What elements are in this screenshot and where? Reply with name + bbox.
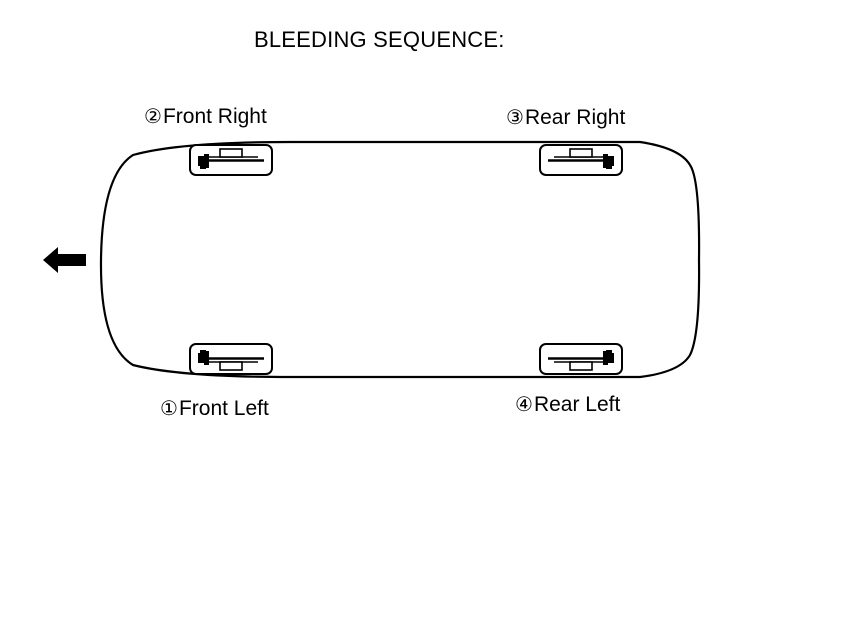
wheel-name-front-left: Front Left — [178, 397, 269, 420]
wheel-name-front-right: Front Right — [162, 105, 267, 128]
label-front-right: ②Front Right — [144, 106, 267, 127]
arrow-left-icon — [43, 247, 86, 273]
brake-caliper-front-right — [188, 143, 274, 177]
sequence-number-front-right: ② — [144, 104, 162, 128]
label-rear-right: ③Rear Right — [506, 107, 625, 128]
brake-caliper-front-left — [188, 342, 274, 376]
brake-caliper-rear-left — [538, 342, 624, 376]
brake-caliper-rear-right — [538, 143, 624, 177]
wheel-name-rear-left: Rear Left — [533, 393, 621, 416]
wheel-name-rear-right: Rear Right — [524, 106, 626, 129]
label-rear-left: ④Rear Left — [515, 394, 620, 415]
label-front-left: ①Front Left — [160, 398, 269, 419]
sequence-number-rear-right: ③ — [506, 105, 524, 129]
sequence-number-front-left: ① — [160, 396, 178, 420]
sequence-number-rear-left: ④ — [515, 392, 533, 416]
car-body-outline — [99, 140, 701, 379]
diagram-title: BLEEDING SEQUENCE: — [254, 27, 505, 52]
